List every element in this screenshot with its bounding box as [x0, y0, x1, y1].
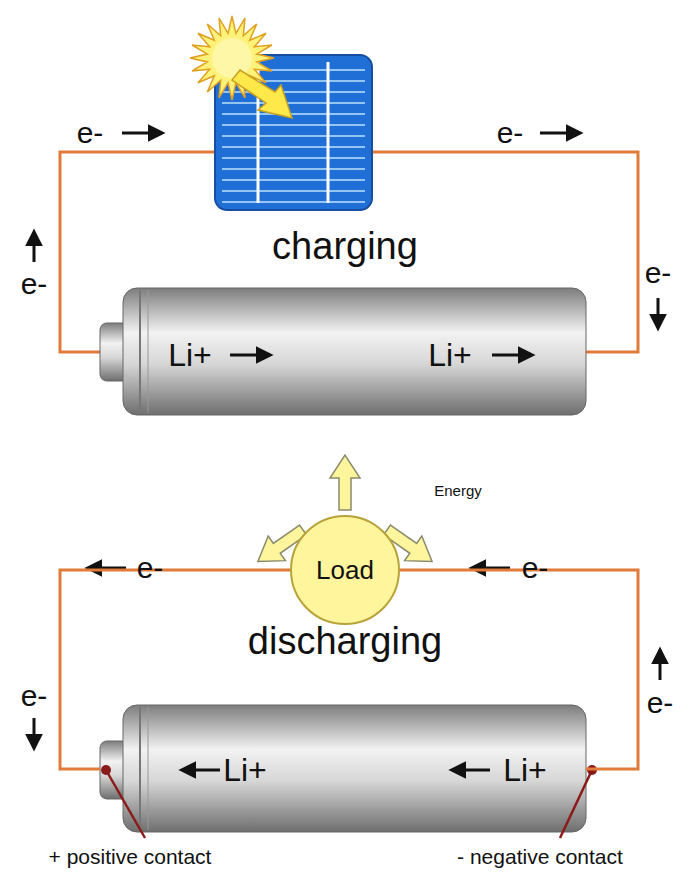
- wire: [400, 570, 638, 769]
- energy-label: Energy: [434, 483, 482, 498]
- ion-label: Li+: [168, 339, 212, 371]
- battery: [100, 288, 586, 415]
- battery-cell: Li+ Li+: [100, 288, 586, 416]
- electron-label: e-: [77, 118, 104, 148]
- state-label: discharging: [248, 622, 442, 660]
- contact-label: + positive contact: [49, 846, 212, 867]
- wire: [60, 570, 290, 769]
- load-circle: Load: [290, 515, 400, 625]
- state-label: charging: [272, 227, 418, 265]
- solar-panel: [215, 55, 372, 210]
- contact-label: - negative contact: [457, 846, 623, 867]
- node-label: Load: [316, 555, 374, 586]
- electron-label: e-: [137, 553, 164, 583]
- electron-label: e-: [21, 681, 48, 711]
- flow-arrow: [34, 133, 660, 748]
- electron-label: e-: [497, 118, 524, 148]
- electron-label: e-: [647, 688, 674, 718]
- battery-cell: Li+ Li+: [100, 705, 586, 833]
- electron-label: e-: [645, 258, 672, 288]
- ion-label: Li+: [503, 754, 547, 786]
- sun: [190, 16, 292, 118]
- ion-label: Li+: [223, 754, 267, 786]
- electron-label: e-: [522, 553, 549, 583]
- battery: [100, 705, 586, 832]
- ion-arrow: [182, 355, 532, 770]
- ion-label: Li+: [428, 339, 472, 371]
- electron-label: e-: [21, 269, 48, 299]
